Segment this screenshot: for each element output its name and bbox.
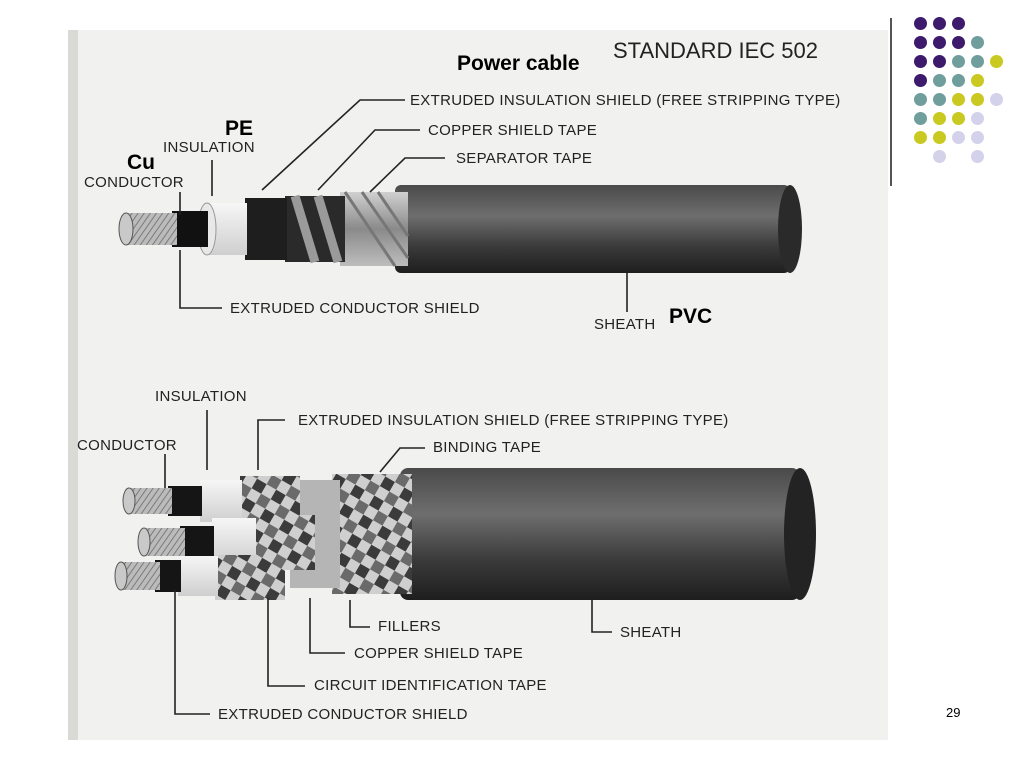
bottom-leader-lines bbox=[164, 410, 612, 715]
core3-face bbox=[114, 561, 128, 591]
dot bbox=[952, 93, 965, 106]
top-separator-tape bbox=[340, 192, 408, 266]
material-cu-label: Cu bbox=[127, 151, 155, 174]
dot bbox=[952, 74, 965, 87]
bottom-label-fillers: FILLERS bbox=[378, 618, 441, 635]
top-sheath bbox=[395, 185, 790, 273]
scanned-page bbox=[68, 30, 888, 740]
bottom-label-insulation: INSULATION bbox=[155, 388, 247, 405]
dot bbox=[971, 36, 984, 49]
dot bbox=[933, 17, 946, 30]
dot bbox=[990, 55, 1003, 68]
top-label-insulation: INSULATION bbox=[163, 139, 255, 156]
dot bbox=[952, 17, 965, 30]
dot bbox=[914, 112, 927, 125]
dot bbox=[933, 74, 946, 87]
core3-tape bbox=[215, 555, 285, 600]
dot bbox=[971, 131, 984, 144]
top-sheath-end bbox=[778, 185, 802, 273]
top-label-copper-shield-tape: COPPER SHIELD TAPE bbox=[428, 122, 598, 139]
material-pvc-label: PVC bbox=[669, 305, 713, 328]
bottom-label-circuit-id-tape: CIRCUIT IDENTIFICATION TAPE bbox=[314, 677, 547, 694]
dot bbox=[933, 131, 946, 144]
bottom-label-copper-shield-tape: COPPER SHIELD TAPE bbox=[354, 645, 524, 662]
dot bbox=[933, 150, 946, 163]
dot bbox=[952, 131, 965, 144]
top-conductor-shield bbox=[172, 211, 208, 247]
dot bbox=[952, 55, 965, 68]
top-separator-wrap bbox=[343, 191, 410, 267]
top-cable bbox=[118, 185, 802, 273]
top-conductor-face bbox=[118, 212, 134, 246]
core1-conductor-shield bbox=[168, 486, 202, 516]
dot bbox=[971, 112, 984, 125]
slide-title: Power cable bbox=[457, 52, 580, 75]
bottom-sheath-end bbox=[784, 468, 816, 600]
scan-left-edge bbox=[68, 30, 78, 740]
core2-face bbox=[137, 527, 151, 557]
dot bbox=[914, 74, 927, 87]
dot bbox=[933, 112, 946, 125]
dot bbox=[971, 74, 984, 87]
bottom-binding-tape bbox=[332, 474, 412, 594]
top-leader-lines bbox=[179, 99, 628, 312]
dot bbox=[914, 93, 927, 106]
bottom-label-conductor: CONDUCTOR bbox=[77, 437, 177, 454]
top-label-conductor: CONDUCTOR bbox=[84, 174, 184, 191]
bottom-label-insulation-shield: EXTRUDED INSULATION SHIELD (FREE STRIPPI… bbox=[298, 412, 729, 429]
dot bbox=[952, 112, 965, 125]
core3-insulation bbox=[178, 556, 218, 596]
top-label-sheath: SHEATH bbox=[594, 316, 656, 333]
dot bbox=[933, 93, 946, 106]
dot bbox=[914, 131, 927, 144]
bottom-sheath bbox=[400, 468, 800, 600]
top-insulation-shield bbox=[245, 198, 287, 260]
top-label-separator-tape: SEPARATOR TAPE bbox=[456, 150, 593, 167]
top-label-insulation-shield: EXTRUDED INSULATION SHIELD (FREE STRIPPI… bbox=[410, 92, 841, 109]
dot bbox=[914, 55, 927, 68]
page-number: 29 bbox=[946, 705, 961, 720]
bottom-label-binding-tape: BINDING TAPE bbox=[433, 439, 542, 456]
dot bbox=[971, 93, 984, 106]
dot bbox=[933, 36, 946, 49]
dot bbox=[914, 36, 927, 49]
core1-insulation bbox=[200, 480, 242, 522]
top-copper-tape-bands bbox=[290, 194, 343, 264]
standard-label: STANDARD IEC 502 bbox=[613, 38, 818, 63]
dot bbox=[952, 36, 965, 49]
bottom-label-conductor-shield: EXTRUDED CONDUCTOR SHIELD bbox=[218, 706, 468, 723]
top-conductor bbox=[125, 213, 177, 245]
dot bbox=[971, 55, 984, 68]
bottom-label-sheath: SHEATH bbox=[620, 624, 682, 641]
dot bbox=[990, 93, 1003, 106]
bottom-cable bbox=[114, 468, 816, 600]
material-pe-label: PE bbox=[225, 117, 254, 140]
core2-conductor-shield bbox=[180, 526, 214, 558]
dot bbox=[933, 55, 946, 68]
dot bbox=[914, 17, 927, 30]
core1-face bbox=[122, 487, 136, 515]
divider-line bbox=[890, 18, 892, 186]
dot bbox=[971, 150, 984, 163]
top-label-conductor-shield: EXTRUDED CONDUCTOR SHIELD bbox=[230, 300, 480, 317]
